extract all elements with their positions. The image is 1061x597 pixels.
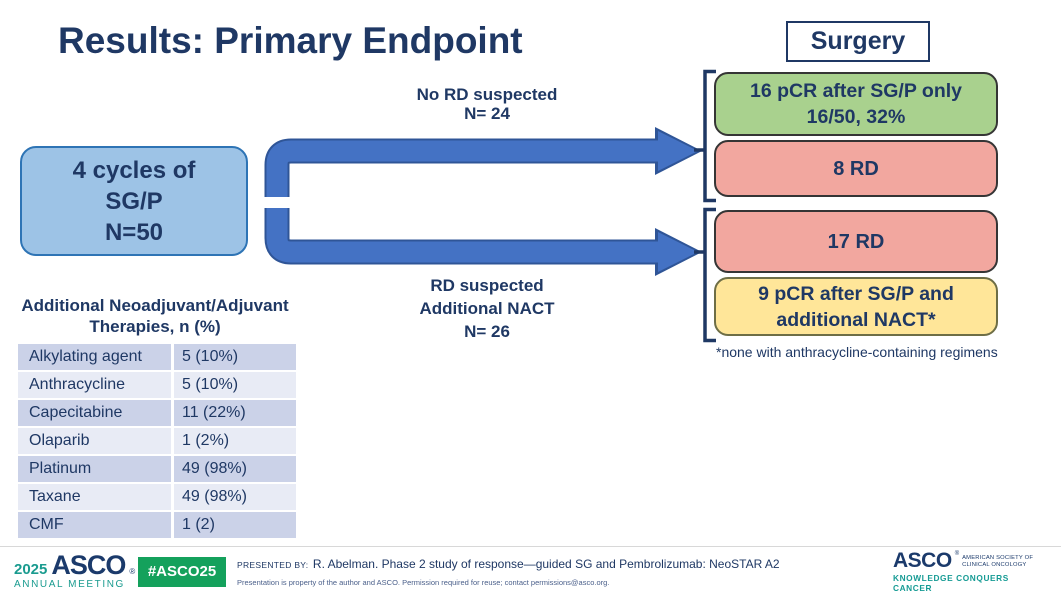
table-title-line1: Additional Neoadjuvant/Adjuvant (21, 296, 289, 315)
bottom-branch-label: RD suspected Additional NACT N= 26 (352, 274, 622, 343)
top-branch-line1: No RD suspected (416, 85, 558, 104)
bottom-branch-line1: RD suspected (430, 276, 544, 295)
outcome-box-pcr-nact: 9 pCR after SG/P and additional NACT* (714, 277, 998, 336)
meeting-year: 2025 (14, 561, 48, 578)
bracket-bottom-icon (694, 207, 716, 343)
therapy-value-cell: 11 (22%) (174, 400, 296, 426)
top-branch-line2: N= 24 (464, 104, 510, 123)
registered-mark-icon: ® (129, 567, 136, 576)
start-box-line2: SG/P (105, 187, 163, 215)
credit-block: PRESENTED BY: R. Abelman. Phase 2 study … (237, 555, 797, 587)
asco-annual-meeting-logo: 2025 ASCO ® ANNUAL MEETING (14, 550, 135, 590)
bottom-branch-line3: N= 26 (464, 322, 510, 341)
society-name-line2: CLINICAL ONCOLOGY (962, 562, 1027, 568)
table-row: Capecitabine 11 (22%) (18, 400, 296, 426)
outcome-yellow-line2: additional NACT* (776, 308, 936, 331)
therapy-name-cell: Platinum (18, 456, 171, 482)
outcome-8rd-label: 8 RD (833, 157, 879, 180)
therapy-name-cell: Taxane (18, 484, 171, 510)
therapy-name-cell: Anthracycline (18, 372, 171, 398)
asco-wordmark: ASCO (893, 549, 952, 572)
table-title: Additional Neoadjuvant/Adjuvant Therapie… (5, 295, 305, 337)
asco-wordmark: ASCO (51, 550, 126, 580)
bottom-branch-line2: Additional NACT (419, 299, 555, 318)
therapy-value-cell: 5 (10%) (174, 344, 296, 370)
bracket-top-icon (694, 69, 716, 203)
table-row: CMF 1 (2) (18, 512, 296, 538)
table-row: Taxane 49 (98%) (18, 484, 296, 510)
therapy-value-cell: 1 (2) (174, 512, 296, 538)
therapy-name-cell: Alkylating agent (18, 344, 171, 370)
table-row: Alkylating agent 5 (10%) (18, 344, 296, 370)
society-name-line1: AMERICAN SOCIETY OF (962, 555, 1034, 561)
elbow-arrow-bottom-icon (264, 208, 702, 276)
table-title-line2: Therapies, n (%) (89, 317, 221, 336)
start-box: 4 cycles of SG/P N=50 (20, 146, 248, 256)
footnote: *none with anthracycline-containing regi… (716, 344, 998, 360)
table-row: Anthracycline 5 (10%) (18, 372, 296, 398)
table-row: Olaparib 1 (2%) (18, 428, 296, 454)
elbow-arrow-top-icon (264, 127, 702, 197)
therapy-name-cell: Capecitabine (18, 400, 171, 426)
therapy-value-cell: 5 (10%) (174, 372, 296, 398)
therapy-value-cell: 49 (98%) (174, 456, 296, 482)
footer-divider (0, 546, 1061, 547)
therapy-table: Alkylating agent 5 (10%) Anthracycline 5… (18, 344, 296, 540)
start-box-line1: 4 cycles of (72, 156, 196, 184)
annual-meeting-label: ANNUAL MEETING (14, 579, 125, 590)
therapy-name-cell: CMF (18, 512, 171, 538)
asco-society-logo: ASCO ® AMERICAN SOCIETY OF CLINICAL ONCO… (893, 549, 1048, 593)
outcome-box-17rd: 17 RD (714, 210, 998, 273)
tagline: KNOWLEDGE CONQUERS CANCER (893, 573, 1009, 593)
therapy-value-cell: 1 (2%) (174, 428, 296, 454)
table-row: Platinum 49 (98%) (18, 456, 296, 482)
outcome-green-line2: 16/50, 32% (806, 106, 906, 128)
outcome-box-8rd: 8 RD (714, 140, 998, 197)
disclaimer-text: Presentation is property of the author a… (237, 578, 610, 587)
presented-by-text: R. Abelman. Phase 2 study of response—gu… (312, 557, 780, 571)
outcome-17rd-label: 17 RD (827, 230, 885, 253)
outcome-box-pcr-sgp-only: 16 pCR after SG/P only 16/50, 32% (714, 72, 998, 136)
outcome-yellow-line1: 9 pCR after SG/P and (758, 282, 954, 305)
outcome-green-line1: 16 pCR after SG/P only (749, 80, 963, 102)
start-box-line3: N=50 (104, 218, 164, 246)
registered-mark-icon: ® (954, 551, 960, 557)
hashtag-badge: #ASCO25 (138, 557, 226, 587)
surgery-label: Surgery (810, 27, 906, 55)
top-branch-label: No RD suspected N= 24 (352, 85, 622, 123)
presented-by-label: PRESENTED BY: (237, 560, 309, 570)
therapy-value-cell: 49 (98%) (174, 484, 296, 510)
therapy-name-cell: Olaparib (18, 428, 171, 454)
society-name: AMERICAN SOCIETY OF CLINICAL ONCOLOGY (962, 551, 1033, 569)
slide-title: Results: Primary Endpoint (58, 20, 523, 61)
surgery-header-box: Surgery (786, 21, 930, 62)
